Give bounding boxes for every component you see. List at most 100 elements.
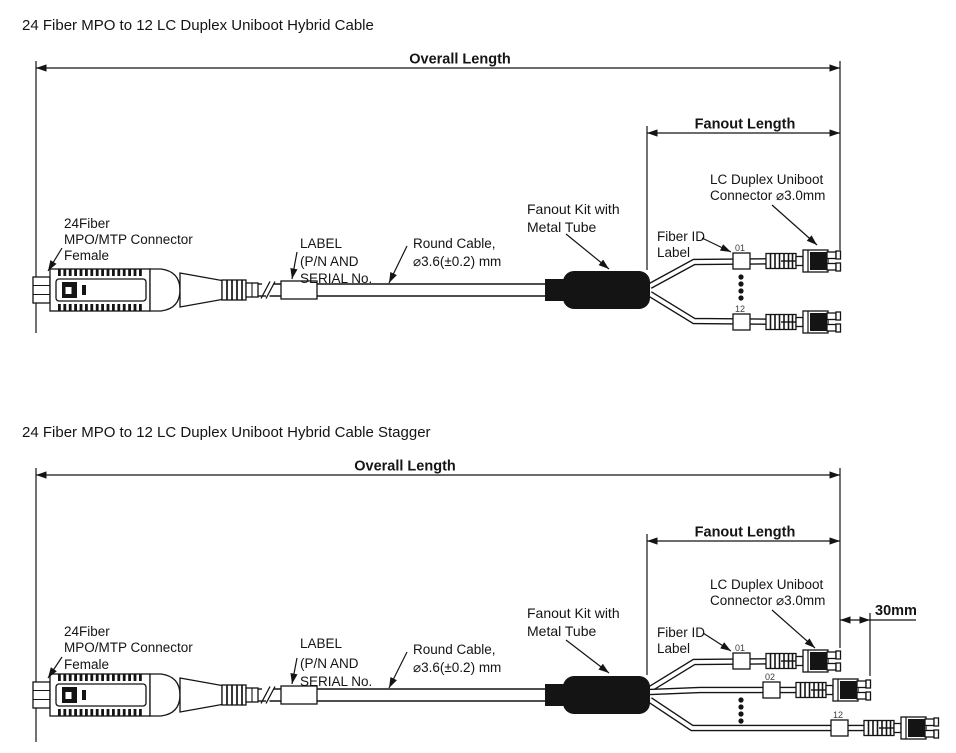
lc-prong: [856, 691, 867, 700]
fanout-kit: [545, 271, 650, 309]
lc-prong: [826, 312, 837, 321]
annotation-round-cable-line: Round Cable,: [413, 236, 496, 251]
fiber-id-box: [732, 313, 751, 331]
diagram-hybrid-cable-stagger: 24 Fiber MPO to 12 LC Duplex Uniboot Hyb…: [22, 424, 940, 742]
stagger-arrowhead: [859, 616, 870, 624]
annotation-cable-label-line: SERIAL No.: [300, 271, 372, 286]
lc-ferrule-block: [840, 681, 857, 699]
mpo-key-slot: [65, 287, 72, 294]
mpo-connector: [32, 268, 259, 312]
annotation-cable-label-line: LABEL: [300, 236, 343, 251]
lc-prong: [826, 662, 837, 671]
annotation-cable-label-line: (P/N AND: [300, 254, 359, 269]
fiber-id-box: [830, 719, 849, 737]
round-cable-leader-arrowhead: [389, 676, 397, 688]
cable-break-slash: [265, 281, 276, 299]
mpo-cap: [149, 673, 181, 717]
lc-prong-cap: [933, 717, 940, 727]
annotation-lc-connector-line: Connector ⌀3.0mm: [710, 593, 825, 608]
mpo-boot: [179, 272, 223, 308]
dimension-arrowhead: [36, 471, 47, 479]
mpo-plug-tip: [32, 276, 51, 304]
lc-duplex-uniboot-connector: [762, 678, 872, 702]
annotation-mpo-line: MPO/MTP Connector: [64, 232, 193, 247]
fiber-id-number: 12: [735, 304, 745, 314]
lc-prong-cap: [835, 323, 842, 333]
dimension-arrowhead: [647, 537, 658, 545]
fiber-id-box: [732, 252, 751, 270]
fanout-kit-leader-arrowhead: [598, 259, 609, 269]
annotation-fiber-id-line: Label: [657, 641, 690, 656]
lc-prong: [924, 718, 935, 727]
annotation-cable-label-line: (P/N AND: [300, 656, 359, 671]
annotation-cable-label-line: LABEL: [300, 636, 343, 651]
lc-prong: [826, 251, 837, 260]
cable-label-box: [280, 280, 318, 300]
annotation-fanout-kit-line: Fanout Kit with: [527, 605, 620, 621]
dimension-arrowhead: [36, 64, 47, 72]
annotation-cable-label-line: SERIAL No.: [300, 674, 372, 689]
mpo-plug-tip: [32, 681, 51, 709]
lc-prong-cap: [835, 650, 842, 660]
mpo-pin-mark: [82, 285, 86, 295]
fanout-kit-leader-arrowhead: [598, 663, 609, 673]
mpo-window: [55, 278, 147, 302]
lc-connector-leader-arrowhead: [806, 235, 817, 245]
annotation-mpo-line: 24Fiber: [64, 216, 110, 231]
annotation-round-cable-line: ⌀3.6(±0.2) mm: [413, 254, 501, 269]
lc-prong-cap: [835, 250, 842, 260]
round-cable-leader-arrowhead: [389, 271, 397, 283]
dimension-label: Overall Length: [354, 459, 456, 475]
dimension-arrowhead: [829, 471, 840, 479]
lc-neck: [893, 722, 902, 734]
fiber-id-box: [762, 681, 781, 699]
ellipsis-dot: [738, 295, 744, 301]
annotation-mpo-line: Female: [64, 657, 109, 672]
annotation-fanout-kit-line: Metal Tube: [527, 219, 596, 235]
mpo-leader-arrowhead: [48, 667, 57, 678]
ellipsis-dot: [738, 281, 744, 287]
dimension-arrowhead: [647, 129, 658, 137]
lc-neck: [825, 684, 834, 696]
annotation-mpo-line: 24Fiber: [64, 624, 110, 639]
annotation-lc-connector-line: Connector ⌀3.0mm: [710, 188, 825, 203]
lc-ferrule-block: [810, 252, 827, 270]
annotation-fiber-id-line: Fiber ID: [657, 625, 705, 640]
diagram-title: 24 Fiber MPO to 12 LC Duplex Uniboot Hyb…: [22, 17, 374, 34]
lc-neck: [795, 316, 804, 328]
ellipsis-dot: [738, 711, 744, 717]
annotation-round-cable-line: Round Cable,: [413, 642, 496, 657]
dimension-label: Overall Length: [409, 52, 511, 68]
lc-prong-cap: [865, 679, 872, 689]
annotation-mpo-line: Female: [64, 248, 109, 263]
cable-break-slash: [260, 686, 271, 704]
ellipsis-dot: [738, 718, 744, 724]
cable-break-slash: [260, 281, 271, 299]
mpo-cap: [149, 268, 181, 312]
lc-connector-leader-arrowhead: [804, 638, 815, 648]
lc-prong: [856, 680, 867, 689]
fiber-id-leader-arrowhead: [719, 244, 731, 252]
round-cable: [258, 685, 549, 705]
lc-neck: [795, 655, 804, 667]
cable-break-slash: [265, 686, 276, 704]
lc-duplex-uniboot-connector: [732, 249, 842, 273]
ellipsis-dot: [738, 697, 744, 703]
lc-ferrule-block: [810, 652, 827, 670]
lc-prong: [924, 729, 935, 738]
fiber-id-number: 02: [765, 672, 775, 682]
mpo-window: [55, 683, 147, 707]
lc-duplex-uniboot-connector: [830, 716, 940, 740]
stagger-dimension-label: 30mm: [875, 603, 917, 619]
dimension-arrowhead: [829, 537, 840, 545]
annotation-fanout-kit-line: Fanout Kit with: [527, 201, 620, 217]
annotation-lc-connector-line: LC Duplex Uniboot: [710, 577, 824, 592]
fiber-id-box: [732, 652, 751, 670]
diagram-hybrid-cable: 24 Fiber MPO to 12 LC Duplex Uniboot Hyb…: [22, 17, 842, 334]
annotation-lc-connector-line: LC Duplex Uniboot: [710, 172, 824, 187]
round-cable: [258, 280, 549, 300]
fanout-kit-body: [563, 676, 650, 714]
fiber-id-leader-arrowhead: [720, 642, 731, 651]
dimension-arrowhead: [829, 129, 840, 137]
